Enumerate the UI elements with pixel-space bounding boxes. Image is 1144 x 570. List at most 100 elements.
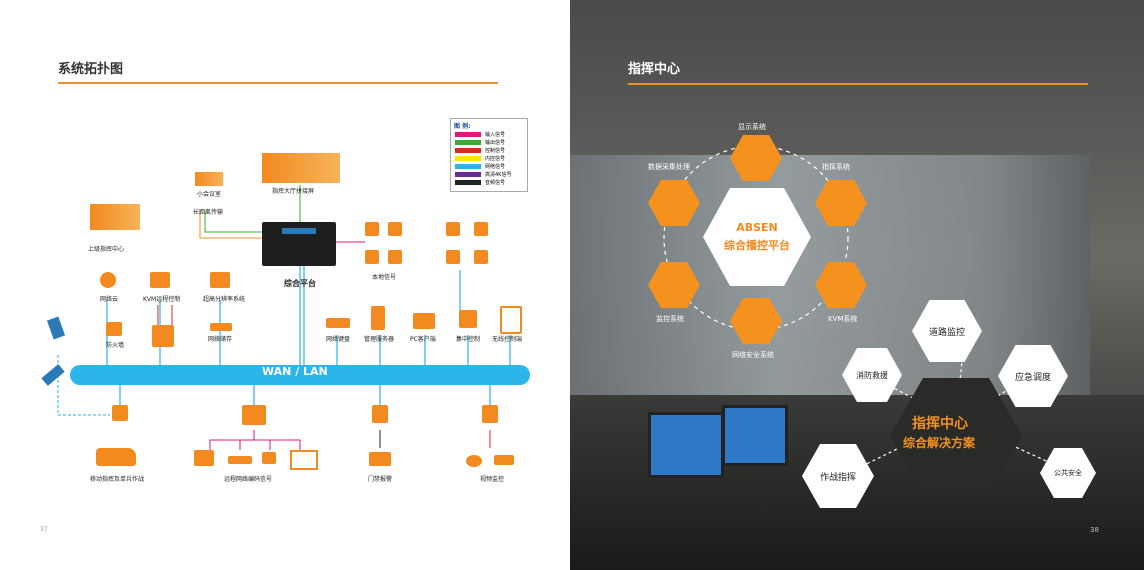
screen-wall [262,153,340,183]
pc-client-label: PC客户端 [410,336,436,343]
legend-label: 高清4K信号 [485,172,512,178]
remote-label: 远程网络编码信号 [224,476,273,483]
dome-camera-icon [466,455,482,467]
module-label: 显示系统 [738,123,766,131]
right-page: 指挥中心 ABSEN 综合播控平台 显示系统 指挥系统 KVM系统 网络安全系统… [570,0,1144,570]
legend-label: 音频信号 [485,180,506,186]
page-title: 系统拓扑图 [58,62,124,77]
alarm-icon [372,405,388,423]
pc-icon [210,272,230,288]
central-label: 集中控制 [456,336,481,343]
legend-swatch [455,180,481,185]
dvd-icon [365,250,379,264]
upper-center-screen [90,204,140,230]
legend-title: 图 例: [454,123,471,130]
fire-rescue-hex: 消防救援 [842,348,902,402]
codec-icon [152,325,174,347]
light-icon [446,250,460,264]
van-icon [96,448,136,466]
right-page-number: 38 [1090,526,1099,534]
keyboard-label: 网络键盘 [326,336,351,343]
wan-bar [70,365,530,385]
mobile-label: 移动指挥及单兵作战 [90,476,145,483]
legend-swatch [455,140,481,145]
wireless-tower-icon [112,405,128,421]
firewall-label: 防火墙 [106,342,125,349]
screen-label: 指挥大厅拼接屏 [272,188,315,195]
mic-icon [262,452,276,464]
left-page: 系统拓扑图 [0,0,570,570]
display-system-hex [730,135,782,181]
public-safety-hex: 公共安全 [1040,448,1096,498]
server-label: 管理服务器 [364,336,395,343]
hex-label: 消防救援 [856,370,888,380]
solution-hex-bg [890,378,1022,494]
camera-icon [365,222,379,236]
hex-label: 道路监控 [928,327,965,338]
page-number: 37 [40,526,48,533]
legend-swatch [455,172,481,177]
legend-label: 控制信号 [485,148,506,154]
legend-label: 网络信号 [485,164,506,170]
recorder-icon [228,456,252,464]
ptz-icon [482,405,498,423]
storage-label: 网络储存 [208,336,233,343]
bullet-camera-icon [494,455,514,465]
kvm-icon [150,272,170,288]
long-dist-label: 长距离传输 [193,209,224,216]
solution-line2: 综合解决方案 [903,436,976,450]
legend-swatch [455,156,481,161]
kvm-system-hex [815,262,867,308]
central-icon [459,310,477,328]
hex-label: 作战指挥 [819,472,856,483]
monitor-icon [388,250,402,264]
network-security-hex [730,298,782,344]
module-label: 监控系统 [656,315,684,323]
legend-swatch [455,132,481,137]
meeting-label: 小会议室 [197,191,222,198]
road-monitor-hex: 道路监控 [912,300,982,362]
wireless-label: 无线控制端 [492,336,523,343]
firewall-icon [106,322,122,336]
brand-text: ABSEN [736,221,778,234]
meeting-screen [195,172,223,186]
kvm-label: KVM远程控制 [143,296,181,303]
module-label: 网络安全系统 [732,351,774,359]
legend-label: 输出信号 [485,140,506,146]
ultra-seat-label: 超高分辨率系统 [203,296,246,303]
module-label: 指挥系统 [822,163,850,171]
desk-monitor-1 [648,412,724,478]
microphone-icon [474,250,488,264]
data-process-hex [648,180,700,226]
net-cloud-label: 网络云 [100,296,119,303]
platform-label: 综合平台 [284,279,316,288]
legend-label: 内控信号 [485,156,506,162]
command-system-hex [815,180,867,226]
tablet-icon [500,306,522,334]
hex-label: 应急调度 [1014,372,1051,383]
monitor-label: 视频监控 [480,476,505,483]
projector-icon [474,222,488,236]
right-title: 指挥中心 [628,62,681,77]
hex-label: 公共安全 [1054,469,1082,477]
display-icon [388,222,402,236]
storage-icon [210,323,232,331]
legend-swatch [455,148,481,153]
speaker-icon [446,222,460,236]
right-title-rule [628,83,1088,85]
platform-text: 综合播控平台 [724,239,790,252]
legend-swatch [455,164,481,169]
wan-label: WAN / LAN [262,365,328,378]
dvd-out-icon [194,450,214,466]
door-icon [369,452,391,466]
platform-device [262,222,336,266]
laptop-icon [290,450,318,470]
legend: 图 例: 输入信号输出信号控制信号内控信号网络信号高清4K信号音频信号 [450,118,528,192]
access-label: 门禁报警 [368,476,393,483]
module-label: KVM系统 [828,315,858,323]
desk-monitor-2 [722,405,788,466]
legend-label: 输入信号 [485,132,506,138]
title-rule [58,82,498,84]
monitoring-hex [648,262,700,308]
solution-line1: 指挥中心 [912,416,968,432]
